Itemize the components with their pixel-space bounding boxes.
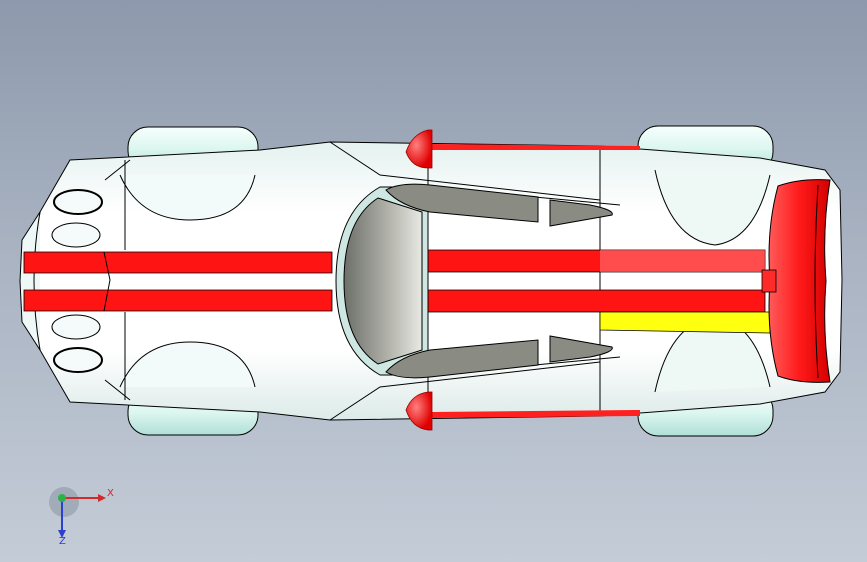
side-window-bottom-front[interactable] [385,339,539,379]
y-axis-dot [58,494,66,502]
z-axis-arrow [58,530,66,538]
front-grille-edge [33,211,41,351]
panel-line-front [104,159,131,401]
side-trim-bottom [432,410,640,418]
headlight-top-outer [53,189,103,215]
mirror-bottom[interactable] [405,391,433,431]
headlight-bottom-inner [51,314,101,340]
axis-triad: X Z [49,487,114,544]
windshield-glass[interactable] [343,197,423,365]
rear-spoiler[interactable] [768,179,831,383]
racing-stripe-bottom [23,289,333,312]
front-fender-top [119,174,256,221]
triad-shade [49,487,79,517]
x-axis-arrow [98,494,106,502]
side-window-top-front[interactable] [385,183,539,223]
stripe-hood-edge [103,251,111,312]
front-fender-bottom [119,341,256,388]
side-window-top-rear[interactable] [549,199,613,227]
spoiler-mount [761,269,777,293]
rear-fender-top [654,169,771,246]
spoiler-edge-line [814,184,819,379]
panel-line-side [329,141,601,421]
racing-stripe-rear-bottom [419,289,766,313]
mirror-top[interactable] [405,129,433,169]
yellow-accent-panel [599,311,771,334]
stripe-gloss-top [600,250,765,272]
headlight-bottom-outer [53,347,103,373]
racing-stripe-top [23,251,333,274]
headlight-top-inner [51,222,101,248]
side-trim-top [432,144,640,150]
z-axis-label: Z [59,536,66,544]
side-window-bottom-rear[interactable] [549,335,613,363]
x-axis-label: X [107,488,114,499]
